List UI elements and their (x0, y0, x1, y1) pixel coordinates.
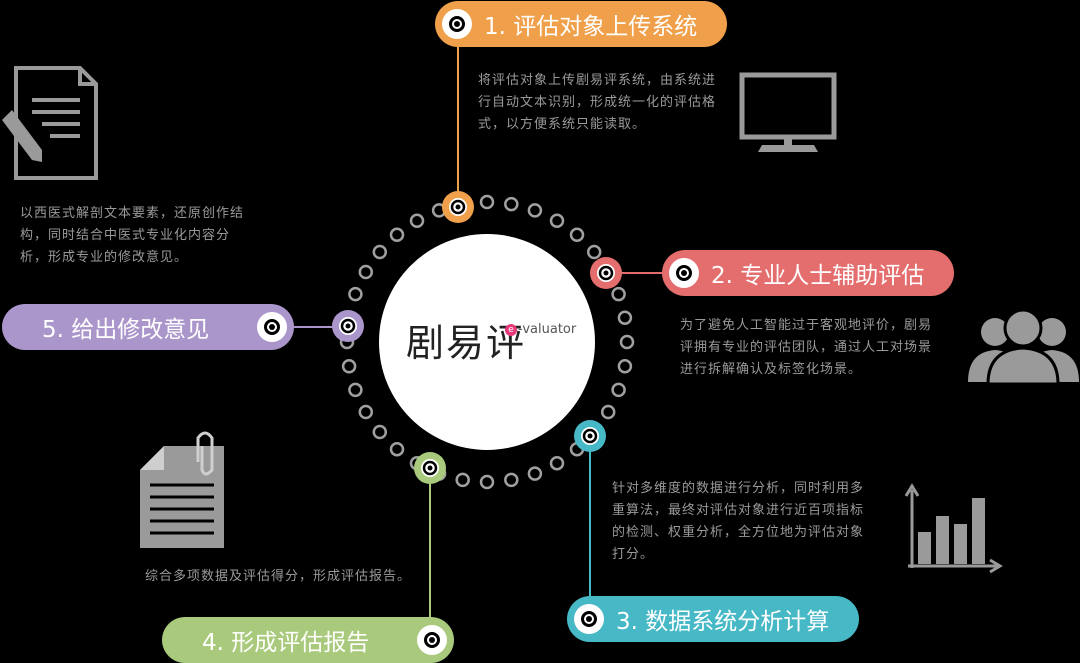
ring-dot (617, 359, 633, 374)
ring-dot (372, 244, 388, 260)
ring-dot (372, 424, 388, 440)
ring-dot (600, 404, 616, 420)
step-3-description: 针对多维度的数据进行分析，同时利用多重算法，最终对评估对象进行近百项指标的检测、… (612, 481, 865, 562)
ring-dot (504, 472, 519, 488)
step-1-description: 将评估对象上传剧易评系统，由系统进行自动文本识别，形成统一化的评估格式，以方便系… (478, 73, 717, 132)
step-3-label: 3. 数据系统分析计算 (567, 596, 859, 642)
ring-dot (611, 382, 626, 398)
bar-chart-icon (904, 483, 1003, 574)
center-circle (379, 234, 595, 450)
step-5-label: 5. 给出修改意见 (2, 304, 294, 350)
step-5-description: 以西医式解剖文本要素，还原创作结构，同时结合中医式专业化内容分析，形成专业的修改… (20, 206, 245, 265)
ring-dot (527, 203, 543, 218)
ring-dot (455, 472, 470, 488)
step-5-title: 5. 给出修改意见 (42, 317, 210, 343)
ring-dot (389, 227, 405, 243)
ring-dot (549, 213, 565, 229)
ring-dot (409, 213, 425, 229)
team-icon (968, 308, 1079, 386)
brand-name: 剧易评 (406, 321, 527, 365)
step-3-title: 3. 数据系统分析计算 (616, 609, 830, 635)
target-icon (257, 312, 287, 342)
report-clip-icon (140, 431, 224, 548)
ring-dot (348, 382, 363, 398)
node-step-5 (332, 310, 364, 342)
node-step-3 (574, 420, 606, 452)
ring-dot (358, 404, 374, 420)
target-icon (417, 625, 447, 655)
step-2-title: 2. 专业人士辅助评估 (711, 263, 925, 289)
ring-dot (479, 474, 495, 490)
step-2-label: 2. 专业人士辅助评估 (662, 250, 954, 296)
ring-dot (611, 286, 626, 302)
step-4-description: 综合多项数据及评估得分，形成评估报告。 (145, 569, 412, 584)
step-4-title: 4. 形成评估报告 (202, 630, 370, 656)
ring-dot (504, 196, 519, 212)
node-step-2 (590, 257, 622, 289)
ring-dot (358, 264, 374, 280)
ring-dot (348, 286, 363, 302)
brand-e-mark: e (505, 323, 517, 336)
ring-dot (479, 194, 495, 210)
node-step-4 (414, 452, 446, 484)
brand-suffix: e -valuator (505, 322, 576, 337)
ring-dot (586, 244, 602, 260)
step-4-label: 4. 形成评估报告 (162, 617, 454, 663)
ring-dot (569, 227, 585, 243)
ring-dot (341, 359, 357, 374)
node-step-1 (442, 191, 474, 223)
monitor-icon (739, 72, 837, 152)
target-icon (442, 9, 472, 39)
step-1-label: 1. 评估对象上传系统 (435, 1, 727, 47)
ring-dot (527, 466, 543, 481)
step-1-title: 1. 评估对象上传系统 (484, 14, 698, 40)
target-icon (574, 604, 604, 634)
ring-dot (389, 441, 405, 457)
ring-dot (617, 310, 633, 325)
target-icon (669, 258, 699, 288)
document-pen-icon (2, 66, 98, 180)
brand-suffix-text: -valuator (518, 322, 577, 337)
step-2-description: 为了避免人工智能过于客观地评价，剧易评拥有专业的评估团队，通过人工对场景进行拆解… (680, 318, 933, 377)
ring-dot (619, 334, 635, 350)
ring-dot (549, 455, 565, 471)
